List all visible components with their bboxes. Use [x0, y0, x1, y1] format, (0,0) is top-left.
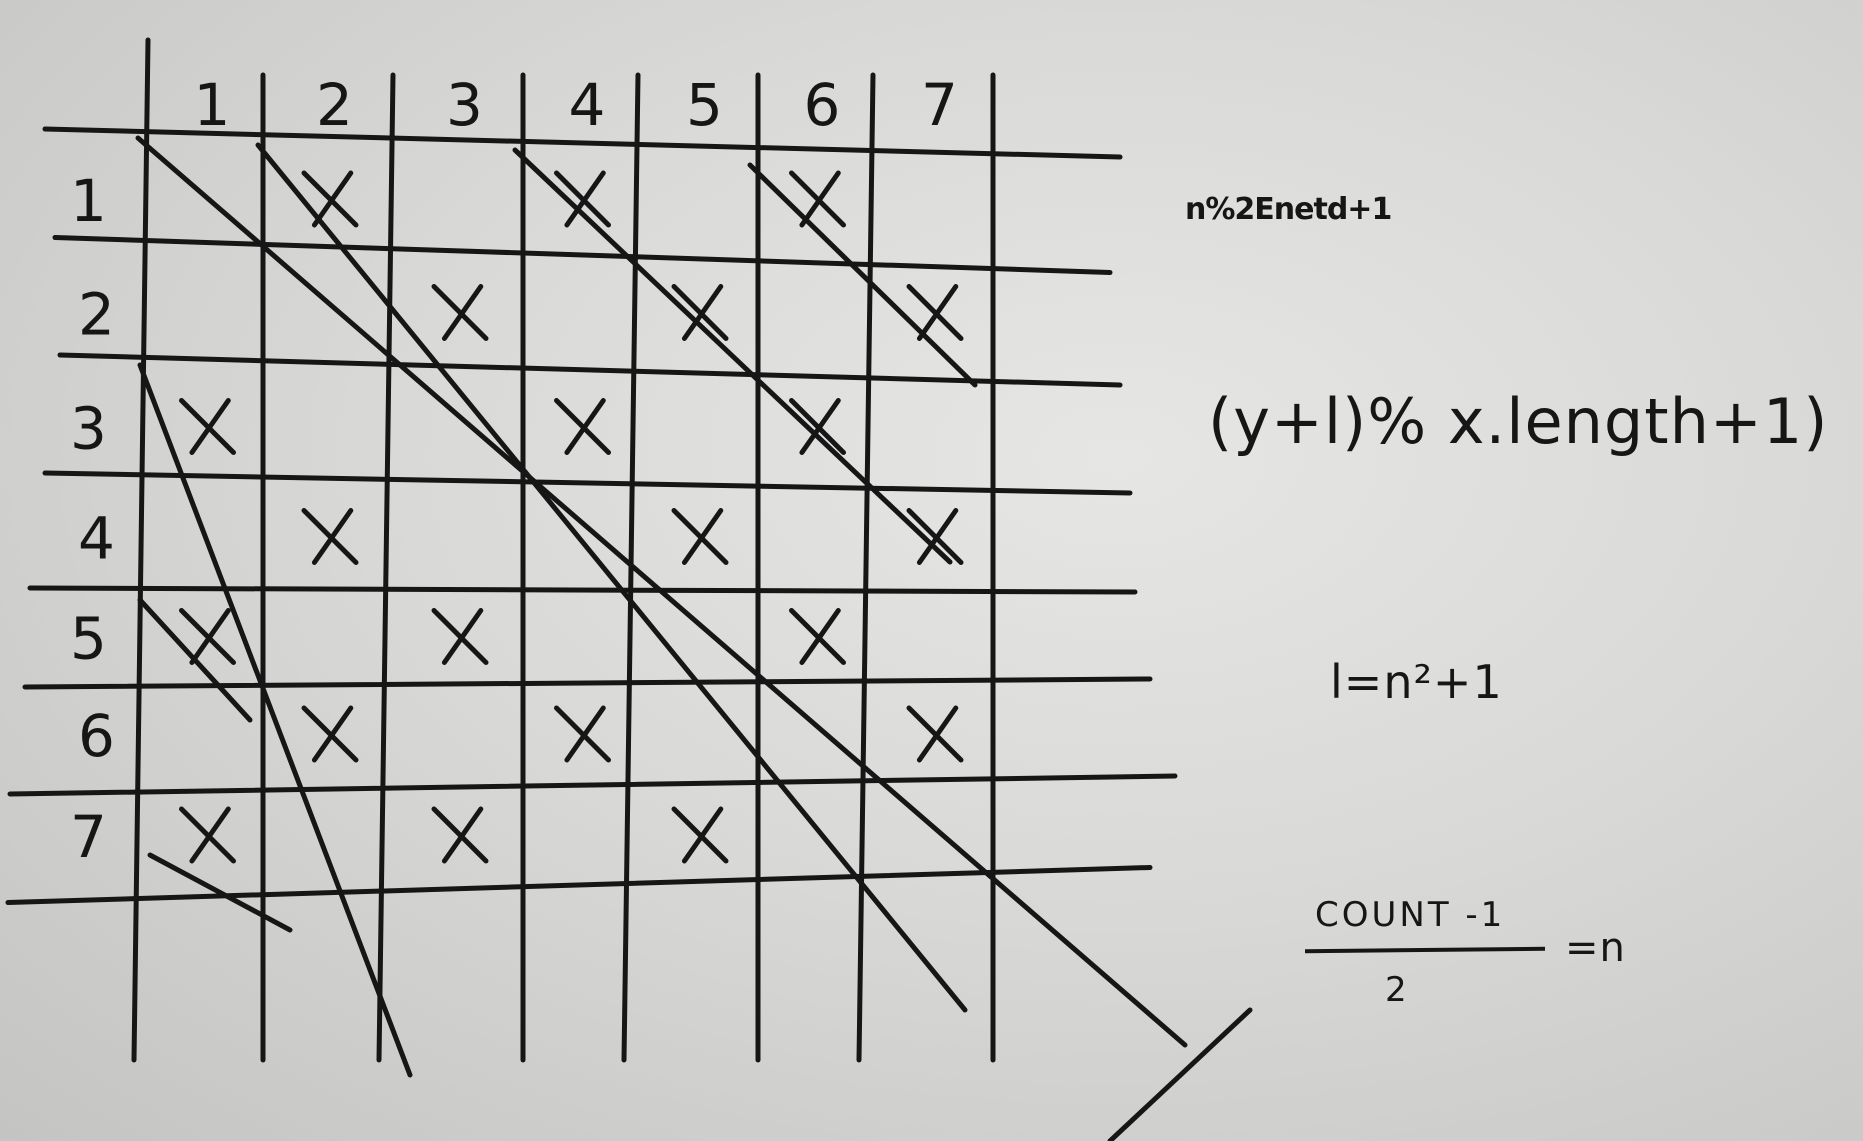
cell-x-mark: [301, 705, 359, 763]
row-header-label: 7: [70, 803, 107, 871]
formula-index-wrap: (y+l)% x.length+1): [1208, 385, 1829, 458]
cell-x-mark: [906, 284, 964, 341]
column-header-label: 4: [569, 71, 606, 139]
row-header-label: 1: [70, 167, 107, 235]
diagonal-line: [135, 135, 1188, 1048]
cell-x-mark: [431, 806, 489, 864]
row-header-label: 3: [70, 395, 107, 463]
grid-labels: 1 2 3 4 5 6 7 1 2 3 4 5 6 7: [70, 71, 958, 871]
formula-l-equals: l=n²+1: [1330, 655, 1503, 709]
row-line: [42, 470, 1133, 496]
cell-x-mark: [789, 398, 846, 455]
diagonal-line: [137, 362, 413, 1078]
cell-x-mark: [301, 170, 359, 228]
cell-x-mark: [301, 508, 359, 565]
cell-x-mark: [431, 284, 489, 341]
formula-count-denominator: 2: [1385, 970, 1408, 1010]
row-line: [5, 865, 1153, 905]
column-header-label: 1: [194, 71, 231, 139]
diagonal-line: [512, 147, 953, 565]
cell-x-mark: [671, 806, 729, 864]
cell-x-mark: [431, 608, 489, 665]
cell-x-mark: [554, 170, 611, 228]
row-header-label: 2: [78, 281, 115, 349]
row-line: [57, 352, 1123, 388]
column-header-label: 3: [446, 71, 483, 139]
cell-x-mark: [906, 705, 964, 763]
cell-x-mark: [179, 806, 236, 864]
formula-equals-n: =n: [1565, 925, 1626, 971]
column-header-label: 5: [686, 71, 723, 139]
diagonal-line: [147, 852, 293, 933]
cell-x-mark: [789, 608, 846, 665]
row-header-label: 4: [78, 505, 115, 573]
cell-x-mark: [671, 508, 729, 565]
formula-modulo-note: n%2Enetd+1: [1185, 192, 1392, 227]
column-line: [856, 72, 876, 1063]
row-header-label: 5: [70, 605, 107, 673]
cell-marks: [179, 170, 964, 864]
cell-x-mark: [906, 508, 964, 565]
row-line: [42, 126, 1123, 160]
column-header-label: 6: [804, 71, 841, 139]
row-line: [22, 676, 1153, 690]
diagonal-line: [255, 142, 968, 1013]
row-line: [27, 585, 1138, 595]
cell-x-mark: [671, 284, 729, 341]
cell-x-mark: [554, 398, 611, 455]
cell-x-mark: [179, 398, 236, 455]
cell-x-mark: [789, 170, 846, 228]
cell-x-mark: [179, 608, 236, 665]
diagonal-strokes: [135, 135, 1253, 1141]
cell-x-mark: [554, 705, 611, 763]
column-header-label: 7: [921, 71, 958, 139]
column-header-label: 2: [316, 71, 353, 139]
diagonal-line: [747, 162, 978, 388]
column-line: [131, 37, 151, 1063]
formula-count-numerator: COUNT -1: [1315, 895, 1506, 935]
row-header-label: 6: [78, 702, 115, 770]
column-line: [376, 72, 396, 1063]
row-line: [52, 235, 1113, 275]
row-line: [7, 773, 1178, 797]
diagonal-line: [1107, 1007, 1253, 1141]
